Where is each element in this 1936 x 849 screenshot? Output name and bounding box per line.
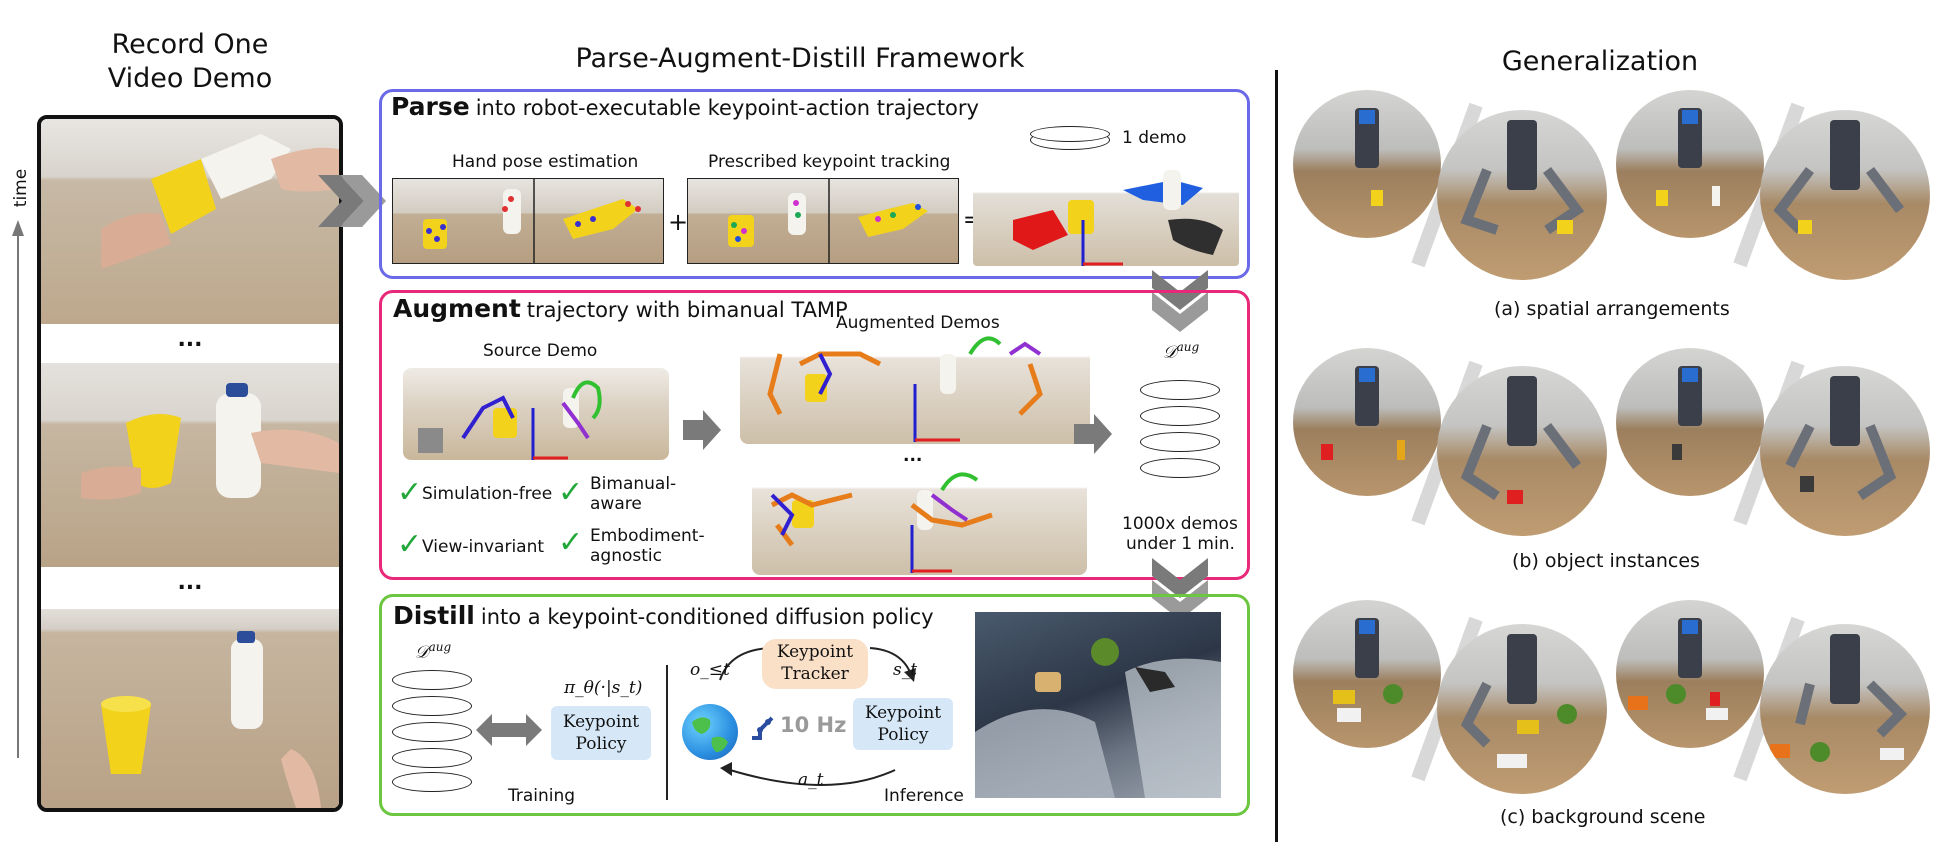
time-axis: time [10,160,32,760]
video-frame-3 [41,609,339,808]
distill-dataset-sup: aug [428,640,452,654]
generalization-b2 [1437,366,1607,536]
aug-dataset-stack [1138,380,1222,500]
caption-b: (b) object instances [1512,550,1700,572]
generalization-c3 [1616,600,1764,748]
feature-simulation-free: Simulation-free [422,484,553,504]
hand-pose-image [392,178,664,264]
parsed-trajectory-image [973,160,1239,266]
video-frame-2 [41,363,339,567]
source-demo-scene [403,368,669,460]
training-inference-divider [666,665,668,800]
caption-c: (c) background scene [1500,806,1706,828]
time-label: time [11,168,32,208]
check-icon: ✓ [397,475,423,510]
one-demo-label: 1 demo [1122,128,1187,148]
keypoint-tracking-label: Prescribed keypoint tracking [708,152,951,172]
check-icon: ✓ [558,475,584,510]
keypoint-policy-label-1: Keypoint [562,712,640,732]
ellipsis-1: ... [177,327,203,352]
distill-section [379,594,1250,816]
right-title: Generalization [1501,46,1699,77]
middle-title: Parse-Augment-Distill Framework [575,43,1025,74]
augmented-demo-scene-1 [740,334,1090,444]
inference-policy-label-1: Keypoint [864,703,942,723]
left-title: Record One Video Demo [107,29,273,94]
feature-embodiment-agnostic: Embodiment- agnostic [590,526,705,566]
augment-section [379,290,1250,580]
keypoint-policy-label-2: Policy [575,734,627,754]
parse-section [379,89,1250,279]
generalization-a3 [1616,90,1764,238]
augmented-demos-label: Augmented Demos [836,313,1000,333]
feature-view-invariant: View-invariant [422,537,545,557]
check-icon: ✓ [397,527,423,562]
inference-policy-box: Keypoint Policy [853,698,953,750]
plus-sign: + [668,208,689,236]
chevron-right-icon [318,175,386,227]
training-label: Training [508,786,576,806]
distill-dataset-symbol: 𝒟aug [415,640,451,663]
hand-pose-label: Hand pose estimation [452,152,639,172]
generalization-c4 [1760,624,1930,794]
keypoint-tracker-label-2: Tracker [781,664,849,684]
policy-formula: π_θ(·|s_t) [564,678,643,698]
distill-heading-rest: into a keypoint-conditioned diffusion po… [480,605,934,629]
robot-deployment-image [975,612,1221,798]
check-icon: ✓ [558,525,584,560]
keypoint-tracker-box: Keypoint Tracker [762,639,868,689]
globe-icon [682,704,738,760]
generalization-c1 [1293,600,1441,748]
video-frame-1 [41,119,339,324]
inference-label: Inference [884,786,964,806]
augmented-demo-scene-2 [752,465,1087,575]
generalization-a4 [1760,110,1930,280]
source-demo-label: Source Demo [483,341,598,361]
video-demo-frame: ... ... [37,115,343,812]
keypoint-tracker-label-1: Keypoint [776,642,854,662]
scale-label-2: under 1 min. [1126,534,1235,554]
one-demo-disk-top [1030,126,1110,142]
observation-label: o_≤t [690,660,730,680]
state-label: s_t [893,660,918,680]
arrow-right-icon [683,410,721,450]
caption-a: (a) spatial arrangements [1494,298,1730,320]
double-arrow-icon [476,714,542,746]
parse-heading-rest: into robot-executable keypoint-action tr… [475,96,979,120]
frequency-label: 10 Hz [780,713,847,737]
augment-heading-rest: trajectory with bimanual TAMP [526,298,848,322]
distill-dataset-letter: 𝒟 [415,642,429,663]
generalization-a2 [1437,110,1607,280]
parse-heading-bold: Parse [391,92,470,121]
aug-dataset-letter: 𝒟 [1163,342,1177,363]
aug-dataset-symbol: 𝒟aug [1163,340,1199,363]
time-arrow-icon [12,220,24,758]
inference-policy-label-2: Policy [877,725,929,745]
arrow-right-icon [1074,414,1112,454]
distill-dataset-stack [390,670,474,794]
generalization-b1 [1293,348,1441,496]
action-label: a_t [798,770,824,790]
ellipsis-2: ... [177,570,203,595]
feature-bimanual-aware: Bimanual- aware [590,474,677,514]
augment-heading-bold: Augment [393,294,521,323]
generalization-b4 [1760,366,1930,536]
aug-dataset-sup: aug [1176,340,1200,354]
augmented-dots: ... [903,446,923,466]
scale-label-1: 1000x demos [1122,514,1238,534]
robot-arm-icon [752,716,774,740]
generalization-a1 [1293,90,1441,238]
generalization-b3 [1616,348,1764,496]
keypoint-policy-box: Keypoint Policy [551,706,651,760]
keypoint-tracking-image [687,178,959,264]
distill-heading-bold: Distill [393,601,475,630]
column-divider [1275,70,1278,842]
generalization-c2 [1437,624,1607,794]
